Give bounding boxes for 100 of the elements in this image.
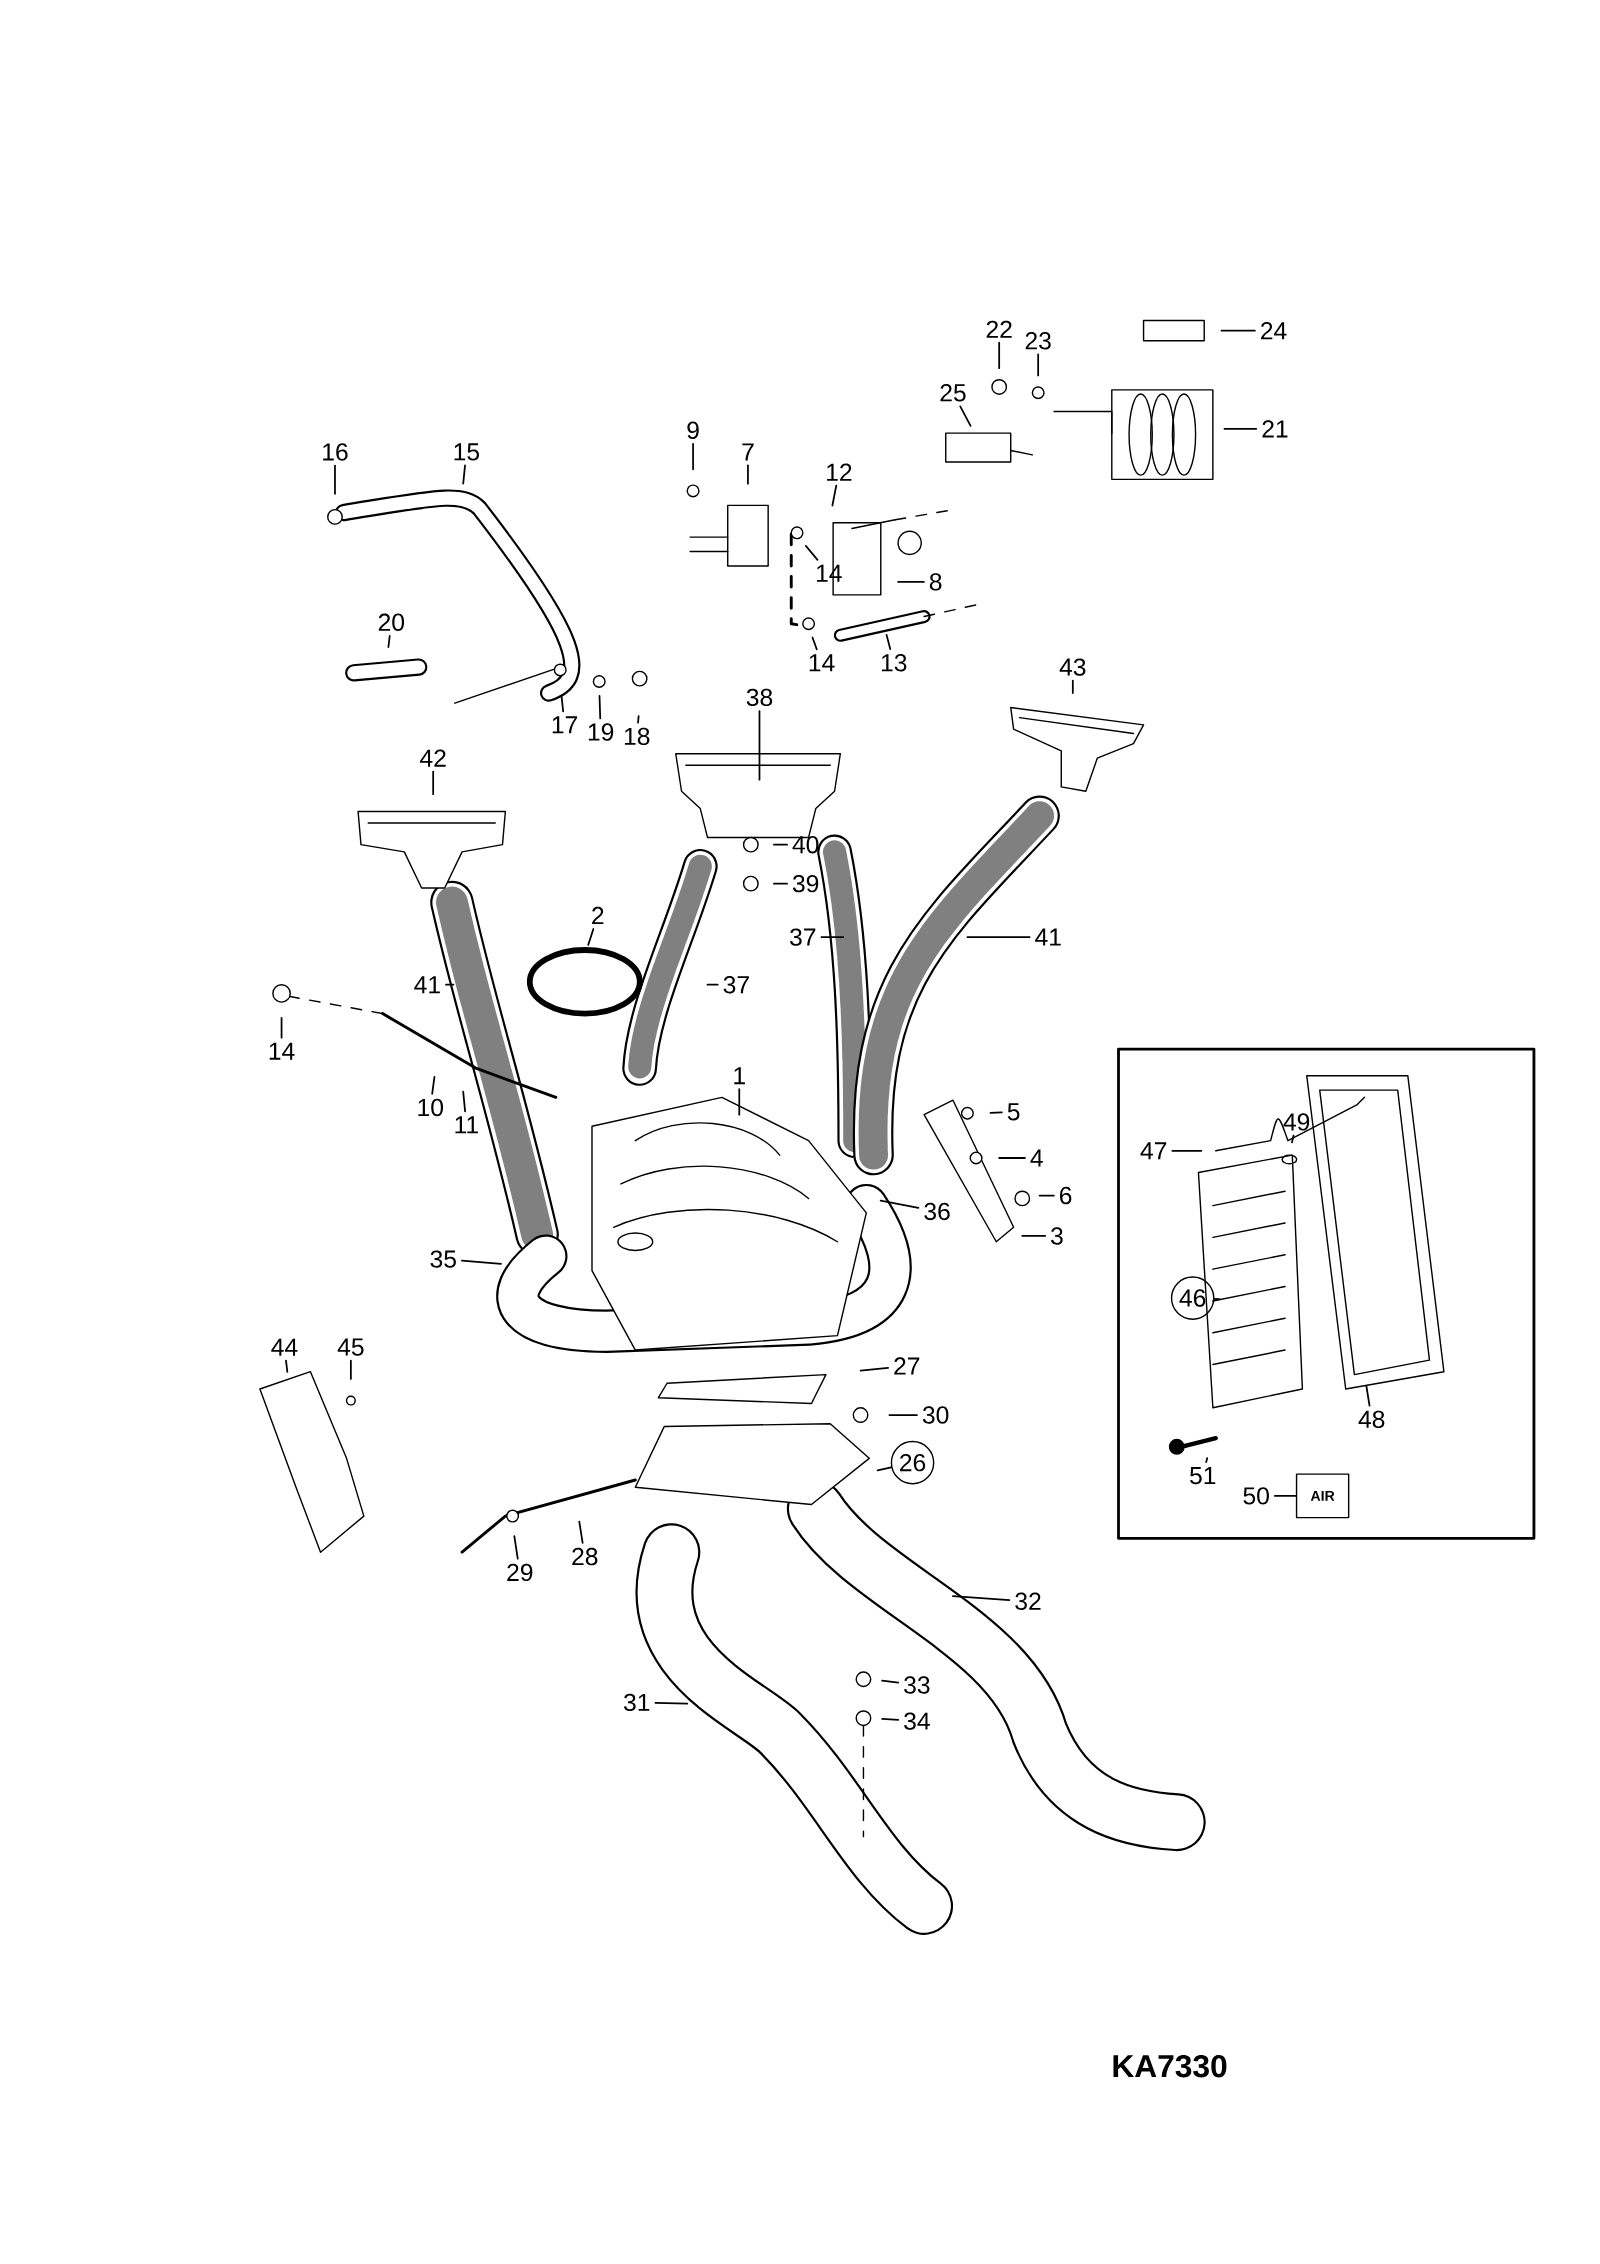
leader-line bbox=[1220, 329, 1256, 332]
leader-line bbox=[773, 843, 788, 846]
leader-line bbox=[773, 882, 788, 885]
leader-line bbox=[1171, 1149, 1203, 1152]
callout-number: 45 bbox=[337, 1338, 364, 1356]
callout-number: 40 bbox=[792, 836, 819, 854]
leader-line bbox=[285, 1359, 289, 1373]
callout-number: 20 bbox=[378, 613, 405, 631]
callout-number: 25 bbox=[940, 384, 966, 402]
callout-number: 41 bbox=[1035, 928, 1061, 946]
callout-number: 28 bbox=[572, 1547, 598, 1566]
leader-line bbox=[959, 405, 972, 427]
callout-number: 44 bbox=[271, 1338, 298, 1356]
callout-number: 12 bbox=[827, 463, 852, 481]
callout-number: 19 bbox=[588, 723, 614, 741]
leader-line bbox=[998, 1157, 1026, 1159]
callout-number: 51 bbox=[1190, 1467, 1216, 1485]
callout-number: 49 bbox=[1283, 1113, 1310, 1131]
leader-line bbox=[431, 1076, 436, 1095]
callout-number: 13 bbox=[882, 654, 907, 672]
callout-number: 43 bbox=[1059, 658, 1086, 676]
leader-line bbox=[1037, 353, 1040, 377]
callout-number: 1 bbox=[734, 1067, 745, 1085]
callout-number: 17 bbox=[552, 716, 578, 734]
leader-line bbox=[350, 1359, 352, 1380]
callout-number: 16 bbox=[323, 443, 348, 461]
leader-line bbox=[462, 1090, 467, 1113]
callout-number: 8 bbox=[929, 573, 942, 591]
leader-line bbox=[881, 1718, 900, 1721]
inset-frame bbox=[1117, 1047, 1536, 1540]
callout-number: 37 bbox=[723, 976, 749, 994]
leader-line bbox=[879, 1199, 920, 1209]
leader-line bbox=[461, 1259, 502, 1265]
leader-line bbox=[692, 443, 695, 471]
callout-number: 10 bbox=[418, 1098, 444, 1117]
callout-number: 37 bbox=[790, 928, 816, 946]
callout-number: 29 bbox=[507, 1563, 533, 1582]
leader-line bbox=[738, 1088, 741, 1116]
leader-line bbox=[560, 695, 565, 713]
callout-number: 18 bbox=[625, 727, 650, 746]
leader-line bbox=[637, 715, 640, 724]
leader-line bbox=[859, 1366, 890, 1372]
leader-line bbox=[445, 983, 455, 986]
callout-number: 32 bbox=[1015, 1592, 1041, 1610]
callout-number: 41 bbox=[414, 976, 440, 994]
leader-line bbox=[897, 581, 925, 583]
callout-number: 22 bbox=[986, 320, 1012, 338]
callout-number: 47 bbox=[1140, 1142, 1167, 1160]
leader-line bbox=[1072, 679, 1074, 694]
callout-number: 4 bbox=[1030, 1149, 1043, 1167]
leader-line bbox=[1291, 1134, 1295, 1144]
callout-number: 48 bbox=[1358, 1410, 1385, 1429]
callout-number: 2 bbox=[592, 906, 604, 925]
leader-line bbox=[432, 770, 435, 796]
leader-line bbox=[1205, 1457, 1209, 1463]
callout-number: 15 bbox=[454, 443, 480, 461]
leader-line bbox=[1038, 1194, 1055, 1197]
leader-line bbox=[1223, 427, 1258, 430]
leader-line bbox=[888, 1414, 918, 1416]
leader-line bbox=[706, 983, 719, 986]
leader-line bbox=[1213, 1298, 1221, 1300]
knob: AIR bbox=[1295, 1473, 1350, 1519]
leader-line bbox=[1274, 1495, 1297, 1497]
callout-number: 39 bbox=[793, 874, 819, 893]
leader-line bbox=[989, 1111, 1003, 1114]
callout-number: 14 bbox=[809, 654, 835, 672]
leader-line bbox=[387, 635, 391, 648]
leader-line bbox=[885, 634, 892, 650]
leader-line bbox=[876, 1466, 893, 1472]
callout-number: 23 bbox=[1025, 332, 1051, 350]
callout-number: 6 bbox=[1060, 1186, 1072, 1205]
leader-line bbox=[513, 1535, 519, 1560]
leader-line bbox=[1365, 1385, 1371, 1407]
leader-line bbox=[587, 928, 595, 946]
leader-line bbox=[952, 1595, 1011, 1601]
leader-line bbox=[811, 636, 818, 651]
leader-line bbox=[881, 1679, 900, 1684]
leader-line bbox=[462, 464, 466, 485]
leader-line bbox=[654, 1701, 689, 1705]
callout-number: 36 bbox=[924, 1202, 950, 1221]
leader-line bbox=[758, 710, 761, 781]
callout-number: 42 bbox=[420, 749, 446, 767]
callout-number: 38 bbox=[746, 688, 773, 707]
leader-line bbox=[831, 484, 838, 507]
callout-number: 27 bbox=[894, 1357, 920, 1375]
leader-line bbox=[598, 695, 602, 720]
callout-number: 34 bbox=[904, 1712, 930, 1730]
leader-line bbox=[998, 341, 1001, 370]
callout-number: 50 bbox=[1243, 1487, 1270, 1505]
callout-number: 24 bbox=[1261, 322, 1287, 340]
leader-line bbox=[820, 936, 845, 938]
leader-line bbox=[280, 1017, 283, 1039]
leader-line bbox=[805, 545, 819, 561]
leader-line bbox=[578, 1520, 584, 1544]
callout-number: 11 bbox=[455, 1116, 479, 1134]
leader-line bbox=[747, 464, 749, 485]
leader-line bbox=[1021, 1235, 1047, 1237]
callout-number: 46 bbox=[1170, 1276, 1215, 1320]
callout-number: 3 bbox=[1051, 1227, 1063, 1245]
callout-number: 26 bbox=[890, 1440, 935, 1485]
